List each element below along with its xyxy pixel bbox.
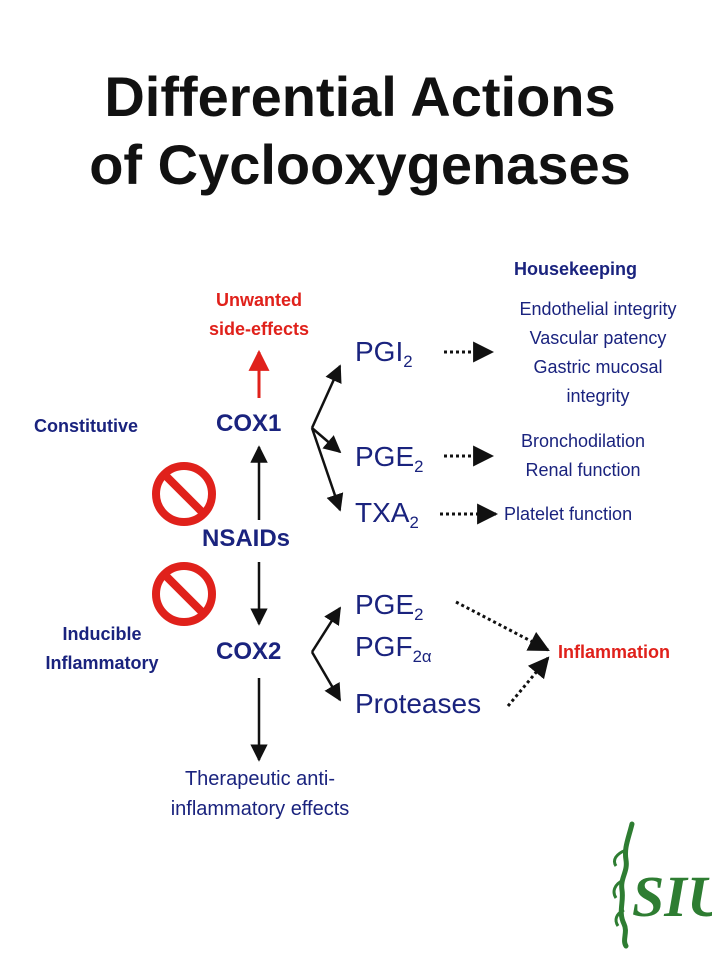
siu-logo: SIU — [612, 821, 712, 949]
dotted-pge2-inflammation — [455, 600, 550, 652]
mediator-pge2-lower-base: PGE — [355, 589, 415, 620]
mediator-pgi2: PGI2 — [355, 336, 413, 372]
therapeutic-effects-label: Therapeutic anti- inflammatory effects — [130, 764, 390, 824]
arrow-cox2-proteases — [310, 651, 342, 702]
unwanted-line-2: side-effects — [208, 319, 310, 339]
mediator-pge2-upper-base: PGE — [355, 441, 415, 472]
housekeeping-item: Gastric mucosal — [533, 357, 663, 377]
housekeeping-list: Endothelial integrity Vascular patency G… — [478, 295, 718, 411]
mediator-txa2-base: TXA — [355, 497, 410, 528]
pge-effects: Bronchodilation Renal function — [478, 427, 688, 485]
effect-renal-function: Renal function — [525, 460, 641, 480]
inducible-label: Inducible Inflammatory — [22, 620, 182, 678]
mediator-pgi2-base: PGI — [355, 336, 404, 367]
prohibited-icon — [152, 462, 216, 526]
therapeutic-line-1: Therapeutic anti- — [184, 768, 336, 790]
effect-platelet-function: Platelet function — [504, 504, 633, 524]
mediator-txa2-sub: 2 — [409, 512, 419, 532]
mediator-pgi2-sub: 2 — [403, 351, 413, 371]
housekeeping-heading: Housekeeping — [514, 259, 638, 279]
mediator-pgf2a-sub: 2α — [412, 646, 432, 666]
siu-logo-text: SIU — [632, 864, 712, 929]
cox1-node: COX1 — [216, 410, 282, 437]
arrow-cox1-pge2 — [311, 427, 342, 454]
mediator-pge2-lower: PGE2 — [355, 589, 423, 625]
inducible-line-2: Inflammatory — [45, 653, 159, 673]
inducible-line-1: Inducible — [62, 624, 142, 644]
prohibited-icon — [152, 562, 216, 626]
mediator-pgf2a: PGF2α — [355, 631, 432, 667]
arrow-cox1-pgi2 — [310, 364, 342, 429]
mediator-pge2-lower-sub: 2 — [414, 604, 424, 624]
unwanted-effects-label: Unwanted side-effects — [176, 286, 342, 344]
title-line-2: of Cyclooxygenases — [89, 133, 631, 196]
title-line-1: Differential Actions — [104, 65, 616, 128]
effect-bronchodilation: Bronchodilation — [520, 431, 646, 451]
cox2-node: COX2 — [216, 638, 282, 665]
mediator-pgf2a-base: PGF — [355, 631, 413, 662]
mediator-txa2: TXA2 — [355, 497, 419, 533]
inflammation-label: Inflammation — [558, 642, 671, 662]
housekeeping-item: Endothelial integrity — [519, 299, 677, 319]
mediator-pge2-upper-sub: 2 — [414, 456, 424, 476]
mediator-pge2-upper: PGE2 — [355, 441, 423, 477]
constitutive-label: Constitutive — [34, 416, 139, 436]
arrow-cox2-pge2 — [310, 606, 342, 653]
housekeeping-item: Vascular patency — [529, 328, 667, 348]
mediator-proteases: Proteases — [355, 688, 482, 719]
arrow-cox1-txa2 — [310, 427, 344, 512]
housekeeping-item: integrity — [566, 386, 630, 406]
nsaids-node: NSAIDs — [202, 525, 291, 552]
unwanted-line-1: Unwanted — [215, 290, 302, 310]
dotted-proteases-inflammation — [506, 656, 550, 707]
therapeutic-line-2: inflammatory effects — [170, 798, 350, 820]
